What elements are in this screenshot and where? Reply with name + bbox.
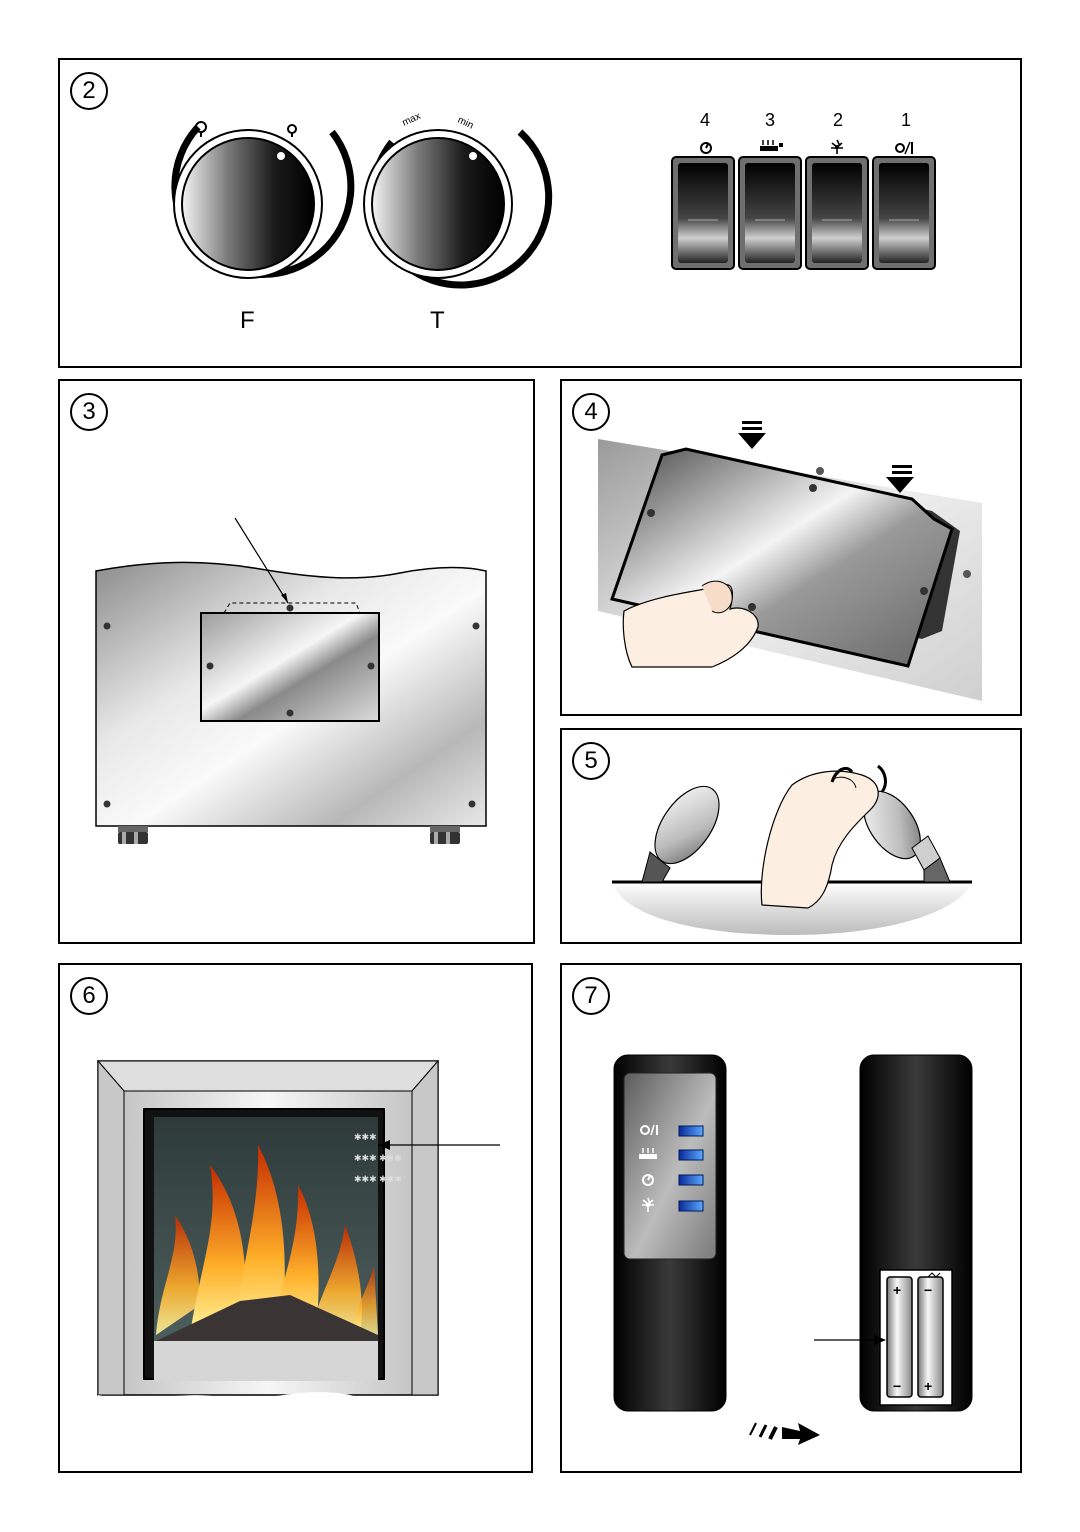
figure-2-controls: 2 [58,58,1022,368]
rocker-switch-1[interactable] [872,156,936,270]
power-icon [640,1124,658,1136]
bulb-replacement-drawing [612,764,972,935]
remote-timer-button[interactable] [642,1174,704,1186]
rotate-arrow-icon [830,766,854,783]
heat-icon [639,1148,657,1159]
fan-icon [642,1197,654,1212]
svg-text:✱✱✱: ✱✱✱ [354,1132,377,1142]
timer-icon [642,1174,654,1186]
max-label: max [401,111,423,129]
figure-3-rear-cover: 3 [58,379,535,944]
battery: + − [886,1276,913,1398]
heat-icon [760,140,783,151]
access-cover-plate [200,612,380,722]
timer-icon [700,142,712,154]
figure-5-bulb-replacement: 5 [560,728,1022,944]
pointer-arrow [234,517,289,604]
down-arrow-icon [738,421,766,449]
figure-4-cover-removal: 4 [560,379,1022,716]
battery: − + [917,1276,944,1398]
figure-number: 5 [572,742,610,780]
caster-wheel [118,826,148,844]
log-bed [156,1295,378,1341]
rotate-arrow-icon [877,764,887,793]
svg-text:−: − [893,1378,901,1394]
power-icon [895,141,913,155]
figure-number: 6 [70,977,108,1015]
caster-wheel [430,826,460,844]
rear-panel-drawing [95,517,487,844]
min-label: min [456,115,475,132]
thermostat-knob[interactable] [363,129,553,289]
switch-number-4: 4 [700,110,710,130]
svg-text:+: + [924,1378,932,1394]
figure-7-remote-control: 7 [560,963,1022,1473]
remote-heat-button[interactable] [639,1148,704,1161]
remote-control-drawing: + − − + [613,1054,973,1445]
hand [760,770,879,909]
svg-text:−: − [924,1282,932,1298]
figure-number: 2 [70,72,108,110]
flame-knob[interactable] [171,124,355,279]
svg-text:+: + [893,1282,901,1298]
fan-indicator-icon: ✱✱✱ ✱✱✱ ✱✱✱ ✱✱✱ ✱✱✱ [354,1132,402,1184]
bulb-installed [641,785,720,883]
figure-6-flame-effect: 6 [58,963,533,1473]
figure-number: 7 [572,977,610,1015]
thermostat-knob-label: T [430,307,445,334]
switch-number-2: 2 [833,110,843,130]
svg-text:✱✱✱ ✱✱✱: ✱✱✱ ✱✱✱ [354,1153,402,1163]
slide-arrow-icon [749,1422,820,1445]
figure-number: 3 [70,393,108,431]
remote-power-button[interactable] [640,1124,704,1137]
fan-icon [831,139,843,154]
cover-removal-drawing [598,421,982,701]
fireplace-drawing: ✱✱✱ ✱✱✱ ✱✱✱ ✱✱✱ ✱✱✱ [96,1059,500,1413]
rocker-switch-2[interactable] [805,156,869,270]
down-arrow-icon [886,465,914,493]
figure-number: 4 [572,393,610,431]
controls-drawing: max min F T 4 3 2 1 [171,110,936,334]
bulb-removed [863,790,951,883]
switch-number-3: 3 [765,110,775,130]
switch-number-1: 1 [901,110,911,130]
flame-knob-label: F [240,307,255,334]
flame-min-icon [287,124,297,137]
flame-max-icon [195,121,207,137]
rocker-switch-4[interactable] [671,156,735,270]
rocker-switch-3[interactable] [738,156,802,270]
svg-text:✱✱✱ ✱✱✱: ✱✱✱ ✱✱✱ [354,1174,402,1184]
remote-fan-button[interactable] [642,1197,704,1212]
